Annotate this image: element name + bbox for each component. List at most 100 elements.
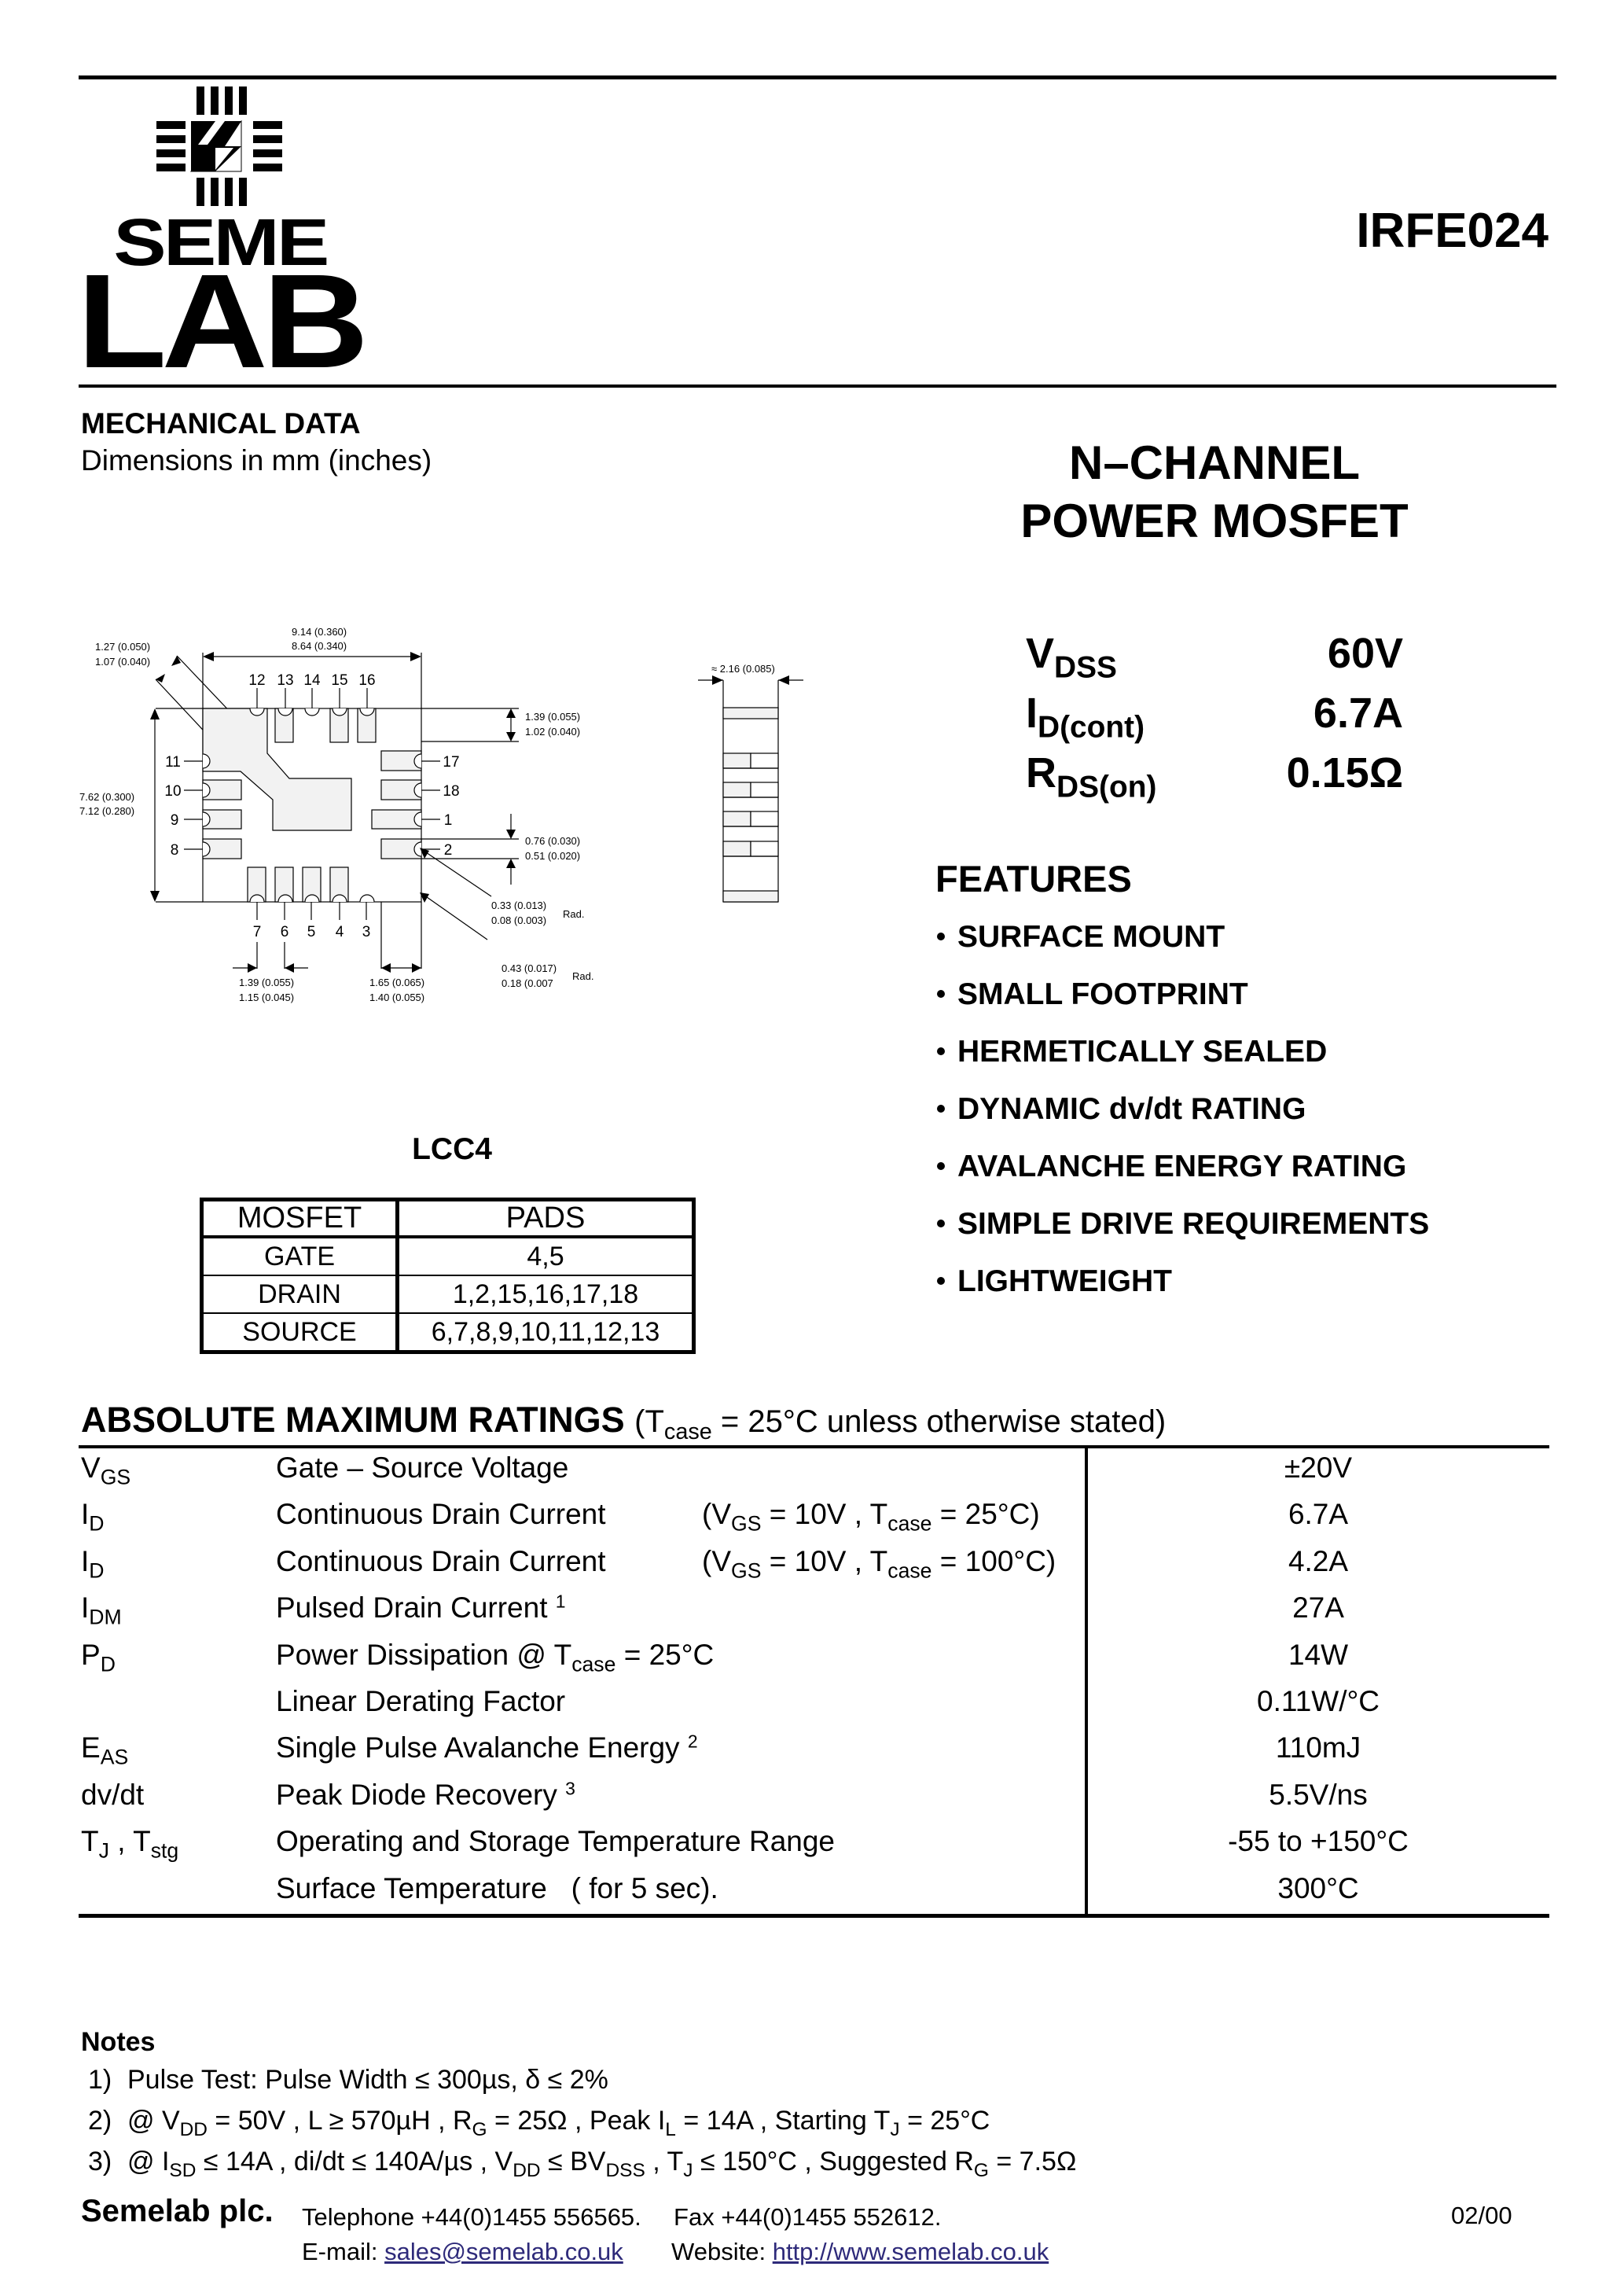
table-header-row: MOSFET PADS <box>200 1198 695 1238</box>
dim-label: 0.43 (0.017) <box>502 962 557 974</box>
table-row: GATE 4,5 <box>200 1236 695 1276</box>
table-cell: DRAIN <box>200 1275 399 1314</box>
footer-contact-line: Telephone +44(0)1455 556565. Fax +44(0)1… <box>302 2203 941 2232</box>
ratings-title: ABSOLUTE MAXIMUM RATINGS (Tcase = 25°C u… <box>81 1400 1167 1445</box>
bullet-icon <box>937 989 945 998</box>
rating-value: 0.11W/°C <box>1257 1685 1380 1717</box>
table-cell: GATE <box>200 1236 399 1276</box>
feature-item: SMALL FOOTPRINT <box>935 977 1248 1012</box>
feature-item: AVALANCHE ENERGY RATING <box>935 1150 1406 1184</box>
bullet-icon <box>937 932 945 940</box>
feature-item: HERMETICALLY SEALED <box>935 1035 1327 1069</box>
dim-label: 1.40 (0.055) <box>369 992 424 1003</box>
feature-item: SURFACE MOUNT <box>935 920 1225 955</box>
rating-description: Linear Derating Factor <box>276 1685 566 1717</box>
table-cell: 4,5 <box>396 1236 695 1276</box>
rating-symbol: ID <box>81 1544 105 1583</box>
spec-value: 6.7A <box>1313 690 1403 737</box>
table-row: DRAIN 1,2,15,16,17,18 <box>200 1275 695 1314</box>
product-title: N–CHANNEL POWER MOSFET <box>928 434 1501 550</box>
dim-label: 0.08 (0.003) <box>491 914 546 926</box>
table-row: SOURCE 6,7,8,9,10,11,12,13 <box>200 1312 695 1353</box>
bullet-icon <box>937 1276 945 1285</box>
rating-description: Single Pulse Avalanche Energy 2 <box>276 1731 698 1764</box>
pin-label: 3 <box>362 924 371 940</box>
table-row: Surface Temperature ( for 5 sec). 300°C <box>81 1872 1549 1919</box>
pin-label: 9 <box>171 812 179 829</box>
pin-label: 8 <box>171 842 179 859</box>
header-rule <box>79 385 1556 388</box>
rating-symbol: ID <box>81 1498 105 1536</box>
rating-description: Continuous Drain Current <box>276 1498 606 1531</box>
pin-label: 11 <box>165 754 181 771</box>
mechanical-data-subtitle: Dimensions in mm (inches) <box>81 444 432 476</box>
pin-label: 14 <box>303 672 321 689</box>
dim-label: 7.62 (0.300) <box>79 791 134 803</box>
footer-company: Semelab plc. <box>81 2194 274 2228</box>
website-link[interactable]: http://www.semelab.co.uk <box>772 2238 1049 2265</box>
dim-label: 7.12 (0.280) <box>79 805 134 817</box>
table-header: MOSFET <box>200 1198 399 1238</box>
spec-label: VDSS <box>1026 630 1117 685</box>
part-number: IRFE024 <box>1356 204 1549 258</box>
dim-label: 0.18 (0.007 <box>502 977 553 989</box>
pin-label: 12 <box>248 672 265 689</box>
table-row: Linear Derating Factor 0.11W/°C <box>81 1685 1549 1731</box>
spec-label: ID(cont) <box>1026 690 1145 745</box>
rating-symbol: TJ , Tstg <box>81 1825 179 1863</box>
rating-description: Pulsed Drain Current 1 <box>276 1591 566 1624</box>
revision-date: 02/00 <box>1451 2202 1512 2229</box>
pin-label: 4 <box>336 924 344 940</box>
product-title-line1: N–CHANNEL <box>1068 436 1361 489</box>
dim-label: Rad. <box>563 908 584 920</box>
pin-label: 17 <box>443 754 459 771</box>
rating-value: ±20V <box>1284 1452 1353 1484</box>
rating-value: 5.5V/ns <box>1269 1778 1368 1811</box>
features-title: FEATURES <box>935 858 1132 900</box>
dim-label: 0.76 (0.030) <box>525 835 580 847</box>
spec-rds-on: RDS(on) 0.15Ω <box>1026 749 1403 804</box>
package-outline-diagram: 12 13 14 15 16 11 10 9 8 17 18 1 2 7 6 5… <box>79 626 803 1003</box>
semelab-logo: SEME LAB <box>77 85 369 388</box>
dim-label: ≈ 2.16 (0.085) <box>711 663 775 675</box>
rating-description: Gate – Source Voltage <box>276 1452 569 1484</box>
pin-label: 7 <box>253 924 262 940</box>
bullet-icon <box>937 1047 945 1055</box>
pin-label: 15 <box>331 672 347 689</box>
ratings-bottom-rule <box>79 1914 1549 1918</box>
spec-id-cont: ID(cont) 6.7A <box>1026 689 1403 744</box>
spec-vdss: VDSS 60V <box>1026 629 1403 684</box>
rating-value: 300°C <box>1277 1871 1359 1904</box>
ratings-top-rule <box>79 1445 1549 1448</box>
email-link[interactable]: sales@semelab.co.uk <box>384 2238 623 2265</box>
pad-assignment-table: MOSFET PADS GATE 4,5 DRAIN 1,2,15,16,17,… <box>200 1198 696 1354</box>
bullet-icon <box>937 1161 945 1170</box>
pin-label: 16 <box>358 672 375 689</box>
table-row: ID Continuous Drain Current (VGS = 10V , … <box>81 1498 1549 1544</box>
dim-label: 1.27 (0.050) <box>95 641 150 653</box>
rating-condition: (VGS = 10V , Tcase = 25°C) <box>702 1498 1040 1536</box>
dim-label: 1.02 (0.040) <box>525 726 580 738</box>
rating-symbol: VGS <box>81 1452 131 1489</box>
pin-label: 18 <box>443 783 459 800</box>
feature-item: SIMPLE DRIVE REQUIREMENTS <box>935 1207 1429 1242</box>
dim-label: 0.33 (0.013) <box>491 900 546 911</box>
pin-label: 2 <box>444 842 453 859</box>
rating-description: Surface Temperature ( for 5 sec). <box>276 1871 718 1904</box>
dim-label: 1.39 (0.055) <box>239 977 294 988</box>
pin-label: 5 <box>307 924 316 940</box>
rating-value: 27A <box>1292 1591 1344 1624</box>
footer-telephone: Telephone +44(0)1455 556565. <box>302 2203 641 2231</box>
spec-label: RDS(on) <box>1026 749 1157 804</box>
rating-symbol: PD <box>81 1638 116 1676</box>
spec-value: 0.15Ω <box>1286 749 1403 797</box>
pin-label: 13 <box>277 672 293 689</box>
ratings-column-divider <box>1085 1447 1088 1917</box>
dim-label: 8.64 (0.340) <box>292 640 347 652</box>
table-header: PADS <box>396 1198 695 1238</box>
feature-item: LIGHTWEIGHT <box>935 1264 1172 1299</box>
